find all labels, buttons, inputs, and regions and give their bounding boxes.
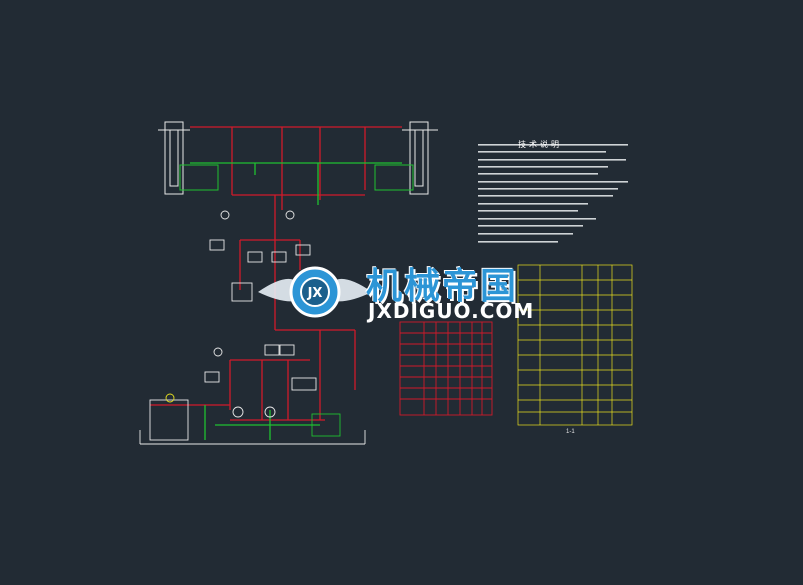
jx-logo-icon: JX bbox=[258, 266, 372, 318]
logo-text: JX bbox=[307, 286, 323, 301]
left-cylinder bbox=[158, 121, 219, 195]
return-lines-green bbox=[190, 162, 402, 440]
solenoid-action-table bbox=[399, 321, 493, 416]
technical-notes-block bbox=[478, 144, 628, 243]
table-caption: 1-1 bbox=[566, 429, 575, 435]
right-cylinder bbox=[374, 121, 438, 195]
components-white bbox=[139, 210, 366, 445]
watermark: 机械帝国 JXDIGUO.COM bbox=[258, 255, 558, 340]
watermark-en: JXDIGUO.COM bbox=[368, 299, 535, 323]
watermark-cn: 机械帝国 bbox=[366, 266, 519, 307]
parts-list-table bbox=[517, 264, 633, 426]
notes-title: 技术说明 bbox=[518, 140, 562, 149]
